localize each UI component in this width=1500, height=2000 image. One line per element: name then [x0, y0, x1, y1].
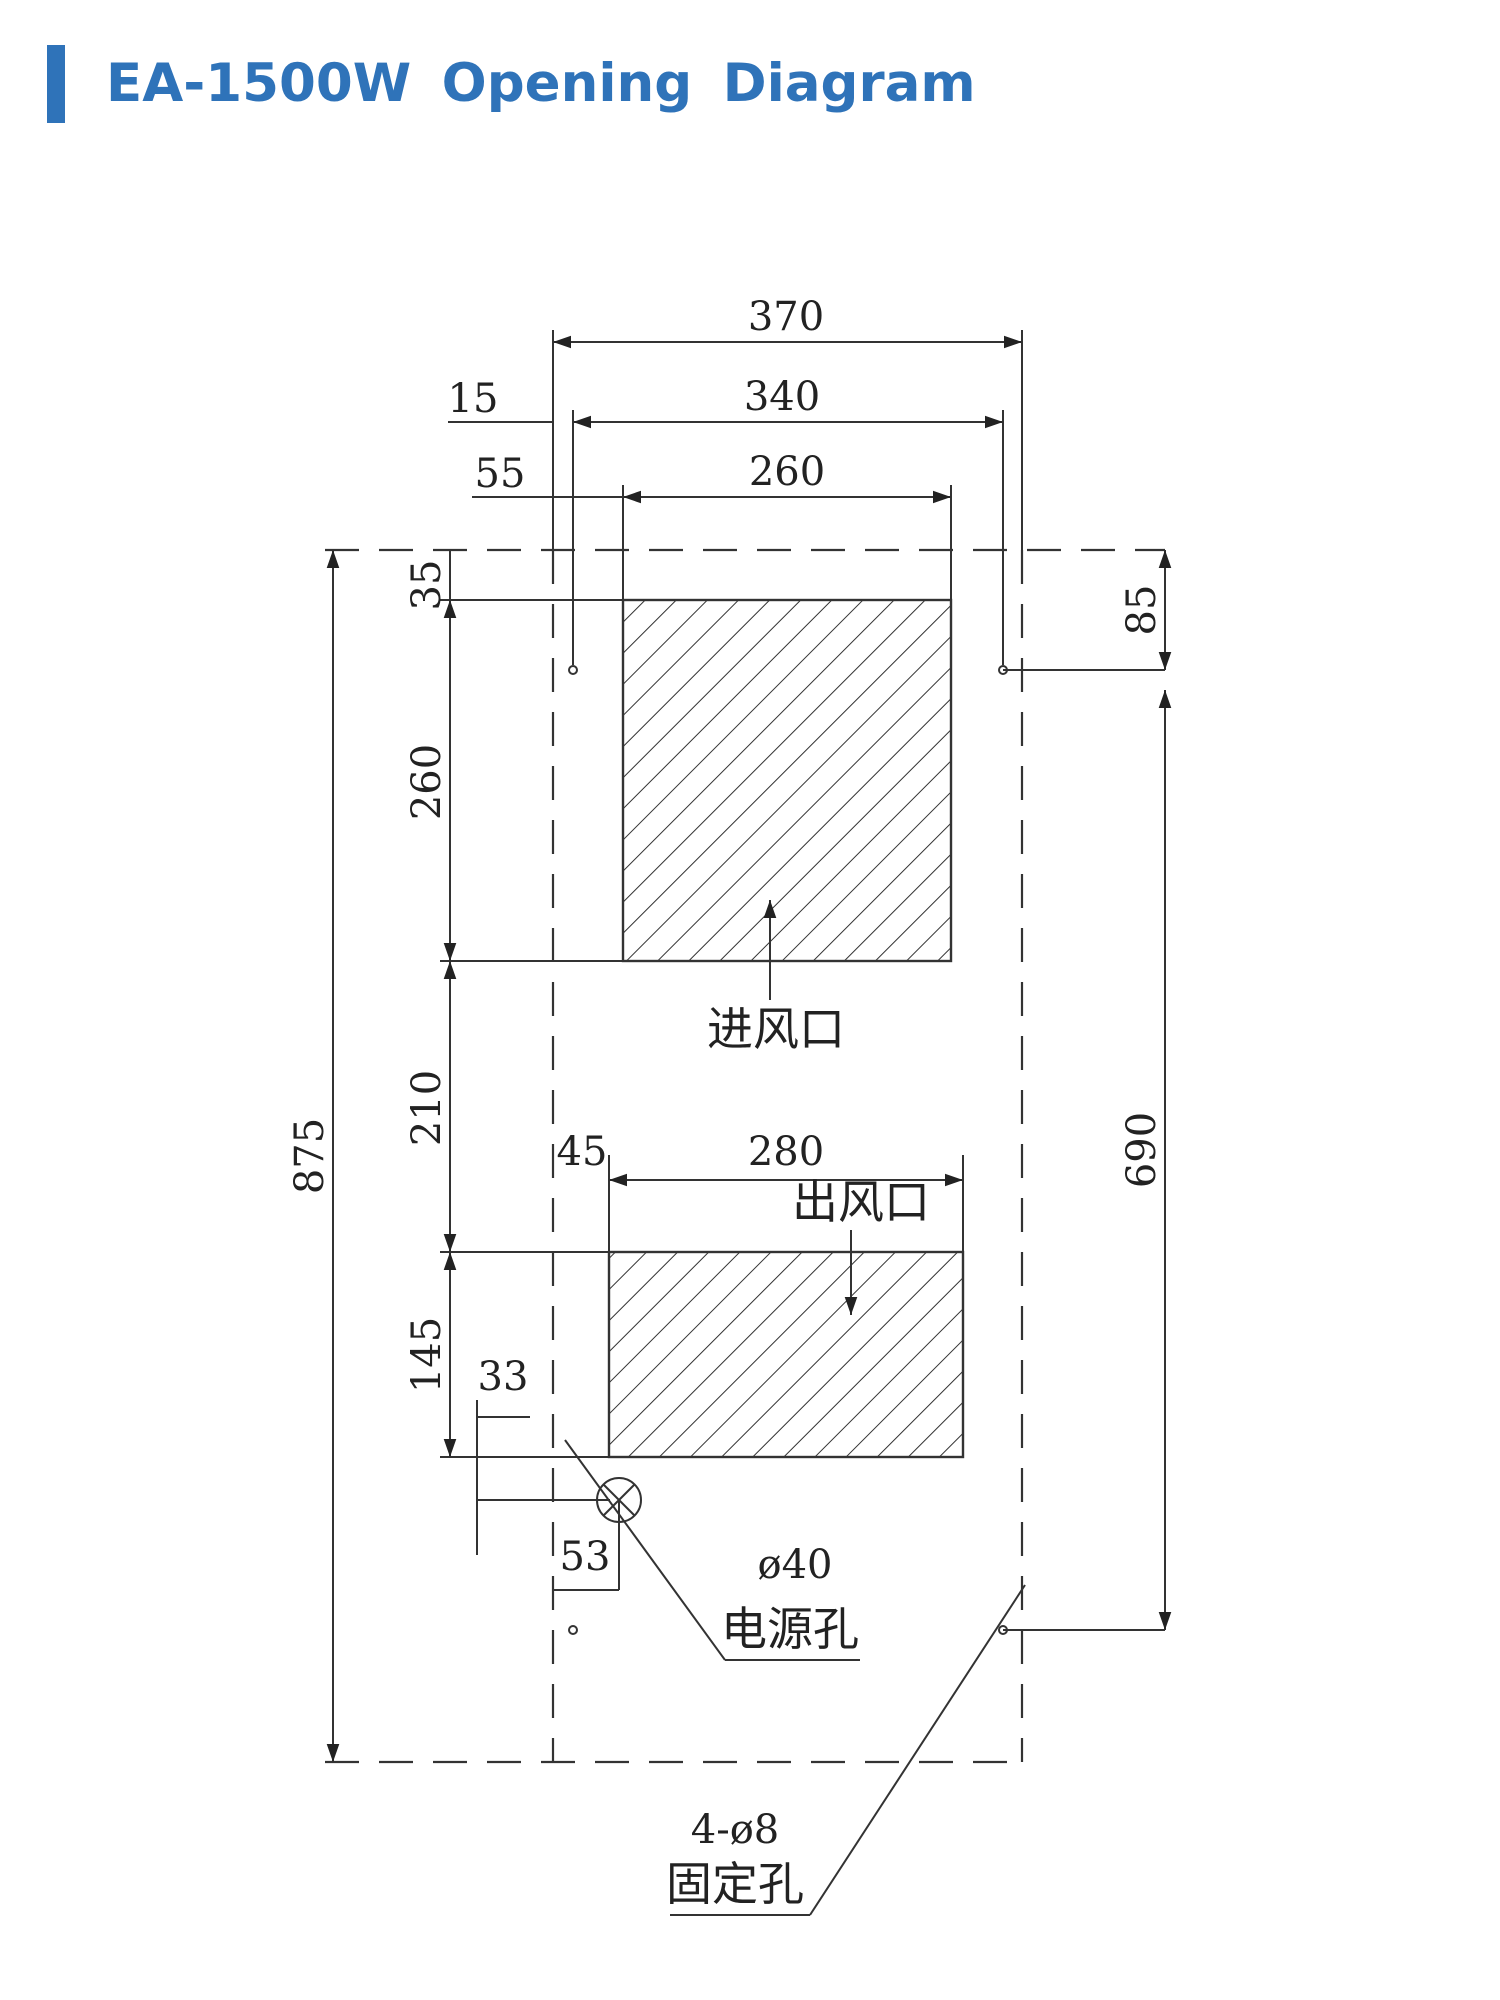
horizontal-dimensions: [448, 335, 1022, 1418]
dim-inlet-height-260: 260: [404, 744, 450, 820]
label-air-outlet: 出风口: [792, 1175, 930, 1229]
label-power-diameter: ø40: [758, 1542, 833, 1588]
dim-top-85: 85: [1119, 585, 1165, 636]
dim-inlet-width-260: 260: [749, 449, 825, 495]
leader-lines: [564, 900, 1026, 1916]
power-hole: [596, 1477, 642, 1523]
dim-outlet-width-280: 280: [748, 1129, 824, 1175]
dim-offset-45: 45: [557, 1129, 608, 1175]
panel-outline: [325, 548, 1165, 1764]
label-fixing-hole: 固定孔: [666, 1857, 804, 1911]
label-power-hole: 电源孔: [721, 1602, 859, 1656]
dim-offset-55: 55: [475, 451, 526, 497]
mounting-holes: [568, 665, 1008, 1635]
air-outlet-opening: [607, 1250, 965, 1459]
dim-outlet-height-145: 145: [404, 1317, 450, 1393]
extension-lines: [440, 330, 1165, 1631]
label-air-inlet: 进风口: [707, 1002, 845, 1056]
air-inlet-opening: [621, 598, 953, 963]
dim-offset-53: 53: [560, 1534, 611, 1580]
label-fixing-spec: 4-ø8: [691, 1807, 780, 1853]
dim-width-340: 340: [744, 374, 820, 420]
dim-height-690: 690: [1119, 1112, 1165, 1188]
title-accent-bar: [47, 45, 65, 123]
page-title: EA-1500W Opening Diagram: [106, 53, 976, 114]
vertical-dimensions: [326, 550, 1172, 1762]
dim-offset-15: 15: [448, 376, 499, 422]
dim-gap-210: 210: [404, 1070, 450, 1146]
dim-top-35: 35: [404, 560, 450, 611]
dim-height-875: 875: [287, 1118, 333, 1194]
dim-width-370: 370: [748, 294, 824, 340]
dim-offset-33: 33: [478, 1354, 529, 1400]
